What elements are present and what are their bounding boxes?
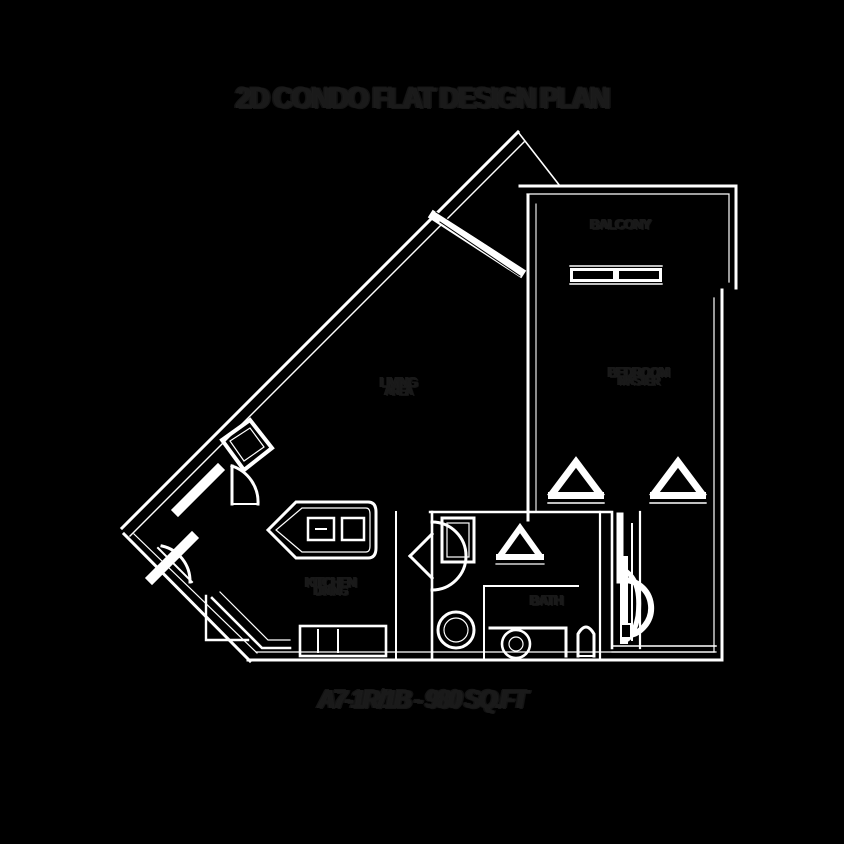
room-label-living: LIVING AREA [379,374,418,398]
bed [620,556,642,644]
sink-round [436,610,476,650]
sliding-door-balcony [569,265,663,285]
bath-door[interactable] [407,520,468,592]
window-balcony-lower [144,530,200,586]
window-diagonal [427,209,527,279]
page-title: 2D CONDO FLAT DESIGN PLAN [235,82,610,115]
kitchen-counter [298,624,388,658]
room-label-balcony: BALCONY [589,216,651,233]
window-bedroom-left [547,456,605,504]
appliance-fridge [440,516,476,564]
partition-living-bedroom [526,194,537,522]
room-label-bedroom: BEDROOM MASTER [607,364,669,388]
kitchen-island [265,500,378,560]
window-balcony-upper [170,462,226,518]
partition-bath-mid [483,585,579,661]
room-label-bath: BATH [529,592,564,609]
wall-connector-top [516,130,562,188]
room-label-kitchen: KITCHEN DINING [304,574,357,598]
diamond-table [219,417,275,473]
entry-door[interactable] [230,464,260,506]
balcony-rail-top [518,184,738,290]
toilet [576,625,596,658]
plan-subtitle: A7-1R/1B - 980 SQ.FT [318,684,528,714]
window-bedroom-right [649,456,707,504]
window-bath [495,522,545,565]
door-balcony-lower[interactable] [156,544,194,584]
partition-entry-diagonal [210,591,292,650]
entry-nook [204,594,250,642]
partition-closet [610,510,717,653]
exterior-wall-diagonal [119,129,525,537]
exterior-wall-right [713,288,724,662]
vanity [488,626,568,660]
exterior-wall-lower-diagonal [121,531,258,664]
